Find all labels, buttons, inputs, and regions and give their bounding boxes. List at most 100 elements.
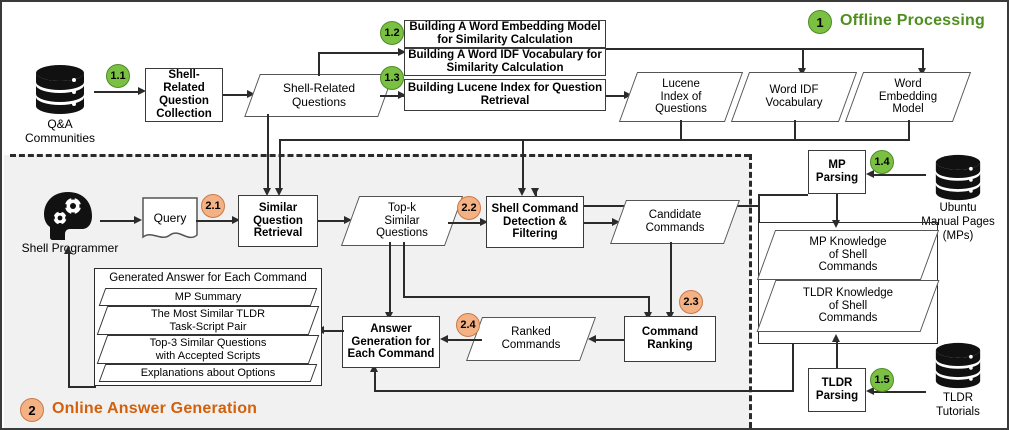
data-tldr-knowledge-label: TLDR Knowledge of Shell Commands — [802, 286, 894, 325]
arrowhead-db-to-collection — [138, 87, 146, 95]
process-build-word-idf-vocabulary[interactable]: Building A Word IDF Vocabulary for Simil… — [404, 48, 606, 76]
process-mp-parsing[interactable]: MP Parsing — [808, 150, 866, 194]
database-icon-qa-communities — [32, 64, 88, 116]
answer-part-label: The Most Similar TLDR Task-Script Pair — [150, 308, 266, 333]
arrowhead-srq-to-lucene — [398, 91, 406, 99]
arrowhead-mp-parsing-to-knowledge — [832, 220, 840, 228]
process-tldr-parsing[interactable]: TLDR Parsing — [808, 368, 866, 412]
offline-online-divider-horizontal — [10, 154, 750, 157]
data-mp-knowledge-of-shell-commands[interactable]: MP Knowledge of Shell Commands — [756, 230, 940, 280]
connector-srq-up-horizontal — [318, 52, 402, 54]
data-lucene-index-of-questions[interactable]: Lucene Index of Questions — [618, 72, 744, 122]
data-word-idf-vocabulary[interactable]: Word IDF Vocabulary — [730, 72, 858, 122]
badge-2-1: 2.1 — [201, 194, 225, 218]
data-ranked-commands[interactable]: Ranked Commands — [465, 317, 597, 361]
data-mp-knowledge-label: MP Knowledge of Shell Commands — [809, 235, 887, 274]
offline-online-divider-vertical — [749, 154, 752, 428]
connector-sqr-to-topk — [318, 220, 348, 222]
label-ubuntu-mp-line2: Manual Pages — [921, 216, 995, 228]
section-title-online: Online Answer Generation — [52, 400, 258, 417]
badge-1-4: 1.4 — [870, 150, 894, 174]
connector-programmer-to-query — [100, 220, 136, 222]
connector-tldr-to-tldr-parsing — [874, 391, 926, 393]
data-topk-label: Top-k Similar Questions — [376, 201, 428, 240]
data-word-embedding-model[interactable]: Word Embedding Model — [844, 72, 972, 122]
connector-answer-gen-bus-up — [374, 370, 376, 391]
connector-bus-down-word-idf — [802, 48, 804, 70]
label-ubuntu-mp-line1: Ubuntu — [939, 202, 977, 214]
connector-route-down-to-ranking — [648, 296, 650, 314]
connector-bus-down-word-embedding — [922, 48, 924, 70]
programmer-head-gears-icon — [38, 190, 100, 242]
data-answer-part-explanations[interactable]: Explanations about Options — [98, 364, 318, 382]
arrowhead-mps-to-mp-parsing — [866, 170, 874, 178]
process-similar-question-retrieval[interactable]: Similar Question Retrieval — [238, 195, 318, 247]
process-shell-command-detection-filtering[interactable]: Shell Command Detection & Filtering — [486, 196, 584, 248]
data-answer-part-top3-similar-questions[interactable]: Top-3 Similar Questions with Accepted Sc… — [96, 335, 320, 364]
arrowhead-query-to-sqr — [232, 216, 240, 224]
badge-section-1: 1 — [808, 10, 832, 34]
label-qa-communities-line2: Communities — [24, 131, 96, 145]
process-build-word-embedding-model[interactable]: Building A Word Embedding Model for Simi… — [404, 20, 606, 48]
process-shell-related-question-collection[interactable]: Shell-Related Question Collection — [145, 68, 223, 122]
connector-answer-generation-to-generated-answer — [322, 330, 344, 332]
database-icon-tldr-tutorials — [932, 342, 984, 390]
data-candidate-commands-label: Candidate Commands — [645, 209, 705, 234]
label-tldr-tutorials-line1: TLDR — [942, 392, 974, 404]
connector-srq-up-vertical — [318, 52, 320, 76]
connector-collection-to-questions — [223, 94, 249, 96]
arrowhead-ranked-to-answer-generation — [440, 335, 448, 343]
connector-ranked-to-answer-generation — [446, 339, 482, 341]
database-icon-ubuntu-manual-pages — [932, 154, 984, 202]
data-answer-part-most-similar-tldr[interactable]: The Most Similar TLDR Task-Script Pair — [96, 306, 320, 335]
arrowhead-programmer-to-query — [134, 216, 142, 224]
data-word-embedding-model-label: Word Embedding Model — [878, 77, 938, 116]
data-shell-related-questions-label: Shell-Related Questions — [282, 81, 356, 109]
label-ubuntu-mp-line3: (MPs) — [942, 230, 974, 242]
connector-lucene-index-down — [680, 120, 682, 139]
badge-1-3: 1.3 — [380, 66, 404, 90]
connector-srq-to-lucene — [380, 95, 404, 97]
badge-2-2: 2.2 — [457, 196, 481, 220]
badge-section-2: 2 — [20, 398, 44, 422]
connector-embedding-bus-horizontal — [606, 48, 924, 50]
data-answer-part-mp-summary[interactable]: MP Summary — [98, 288, 318, 306]
generated-answer-container — [94, 268, 322, 386]
process-answer-generation-each-command[interactable]: Answer Generation for Each Command — [342, 316, 440, 368]
data-shell-related-questions[interactable]: Shell-Related Questions — [244, 74, 394, 117]
arrowhead-scd-to-candidate — [612, 218, 620, 226]
connector-knowledge-upper-left — [758, 194, 808, 196]
data-lucene-index-label: Lucene Index of Questions — [655, 77, 707, 116]
label-qa-communities-line1: Q&A — [47, 117, 73, 131]
section-title-offline: Offline Processing — [840, 12, 985, 29]
process-command-ranking[interactable]: Command Ranking — [624, 316, 716, 362]
arrowhead-bus-to-answer-generation — [370, 364, 378, 372]
arrowhead-tldr-to-tldr-parsing — [866, 387, 874, 395]
badge-1-2: 1.2 — [380, 21, 404, 45]
data-tldr-knowledge-of-shell-commands[interactable]: TLDR Knowledge of Shell Commands — [756, 280, 940, 332]
data-candidate-commands[interactable]: Candidate Commands — [609, 200, 741, 244]
arrowhead-bus-to-shell-command-detection — [518, 188, 526, 196]
data-ranked-commands-label: Ranked Commands — [501, 326, 561, 351]
connector-topk-down-to-answer-generation — [389, 242, 391, 314]
connector-bus-to-sqr — [279, 139, 281, 190]
connector-candidate-to-ranking — [670, 242, 672, 314]
connector-srq-down-to-sqr — [267, 114, 269, 190]
process-build-lucene-index[interactable]: Building Lucene Index for Question Retri… — [404, 79, 606, 111]
connector-db-to-collection — [94, 91, 140, 93]
data-query-document[interactable]: Query — [142, 197, 198, 245]
connector-knowledge-to-answer-gen-bus — [374, 390, 794, 392]
answer-part-label: Top-3 Similar Questions with Accepted Sc… — [149, 337, 267, 362]
connector-knowledge-upper-left-down — [758, 194, 760, 223]
arrowhead-knowledge-to-shell-command-detection — [531, 188, 539, 196]
arrowhead-srq-to-sqr — [263, 188, 271, 196]
connector-mps-to-mp-parsing — [874, 174, 926, 176]
label-tldr-tutorials-line2: Tutorials — [936, 406, 980, 418]
connector-tldr-parsing-to-knowledge — [836, 340, 838, 368]
badge-1-1: 1.1 — [106, 64, 130, 88]
answer-part-label: MP Summary — [174, 290, 242, 303]
data-topk-similar-questions[interactable]: Top-k Similar Questions — [340, 196, 464, 246]
arrowhead-topk-to-scd — [480, 218, 488, 226]
connector-generated-answer-left — [68, 386, 96, 388]
